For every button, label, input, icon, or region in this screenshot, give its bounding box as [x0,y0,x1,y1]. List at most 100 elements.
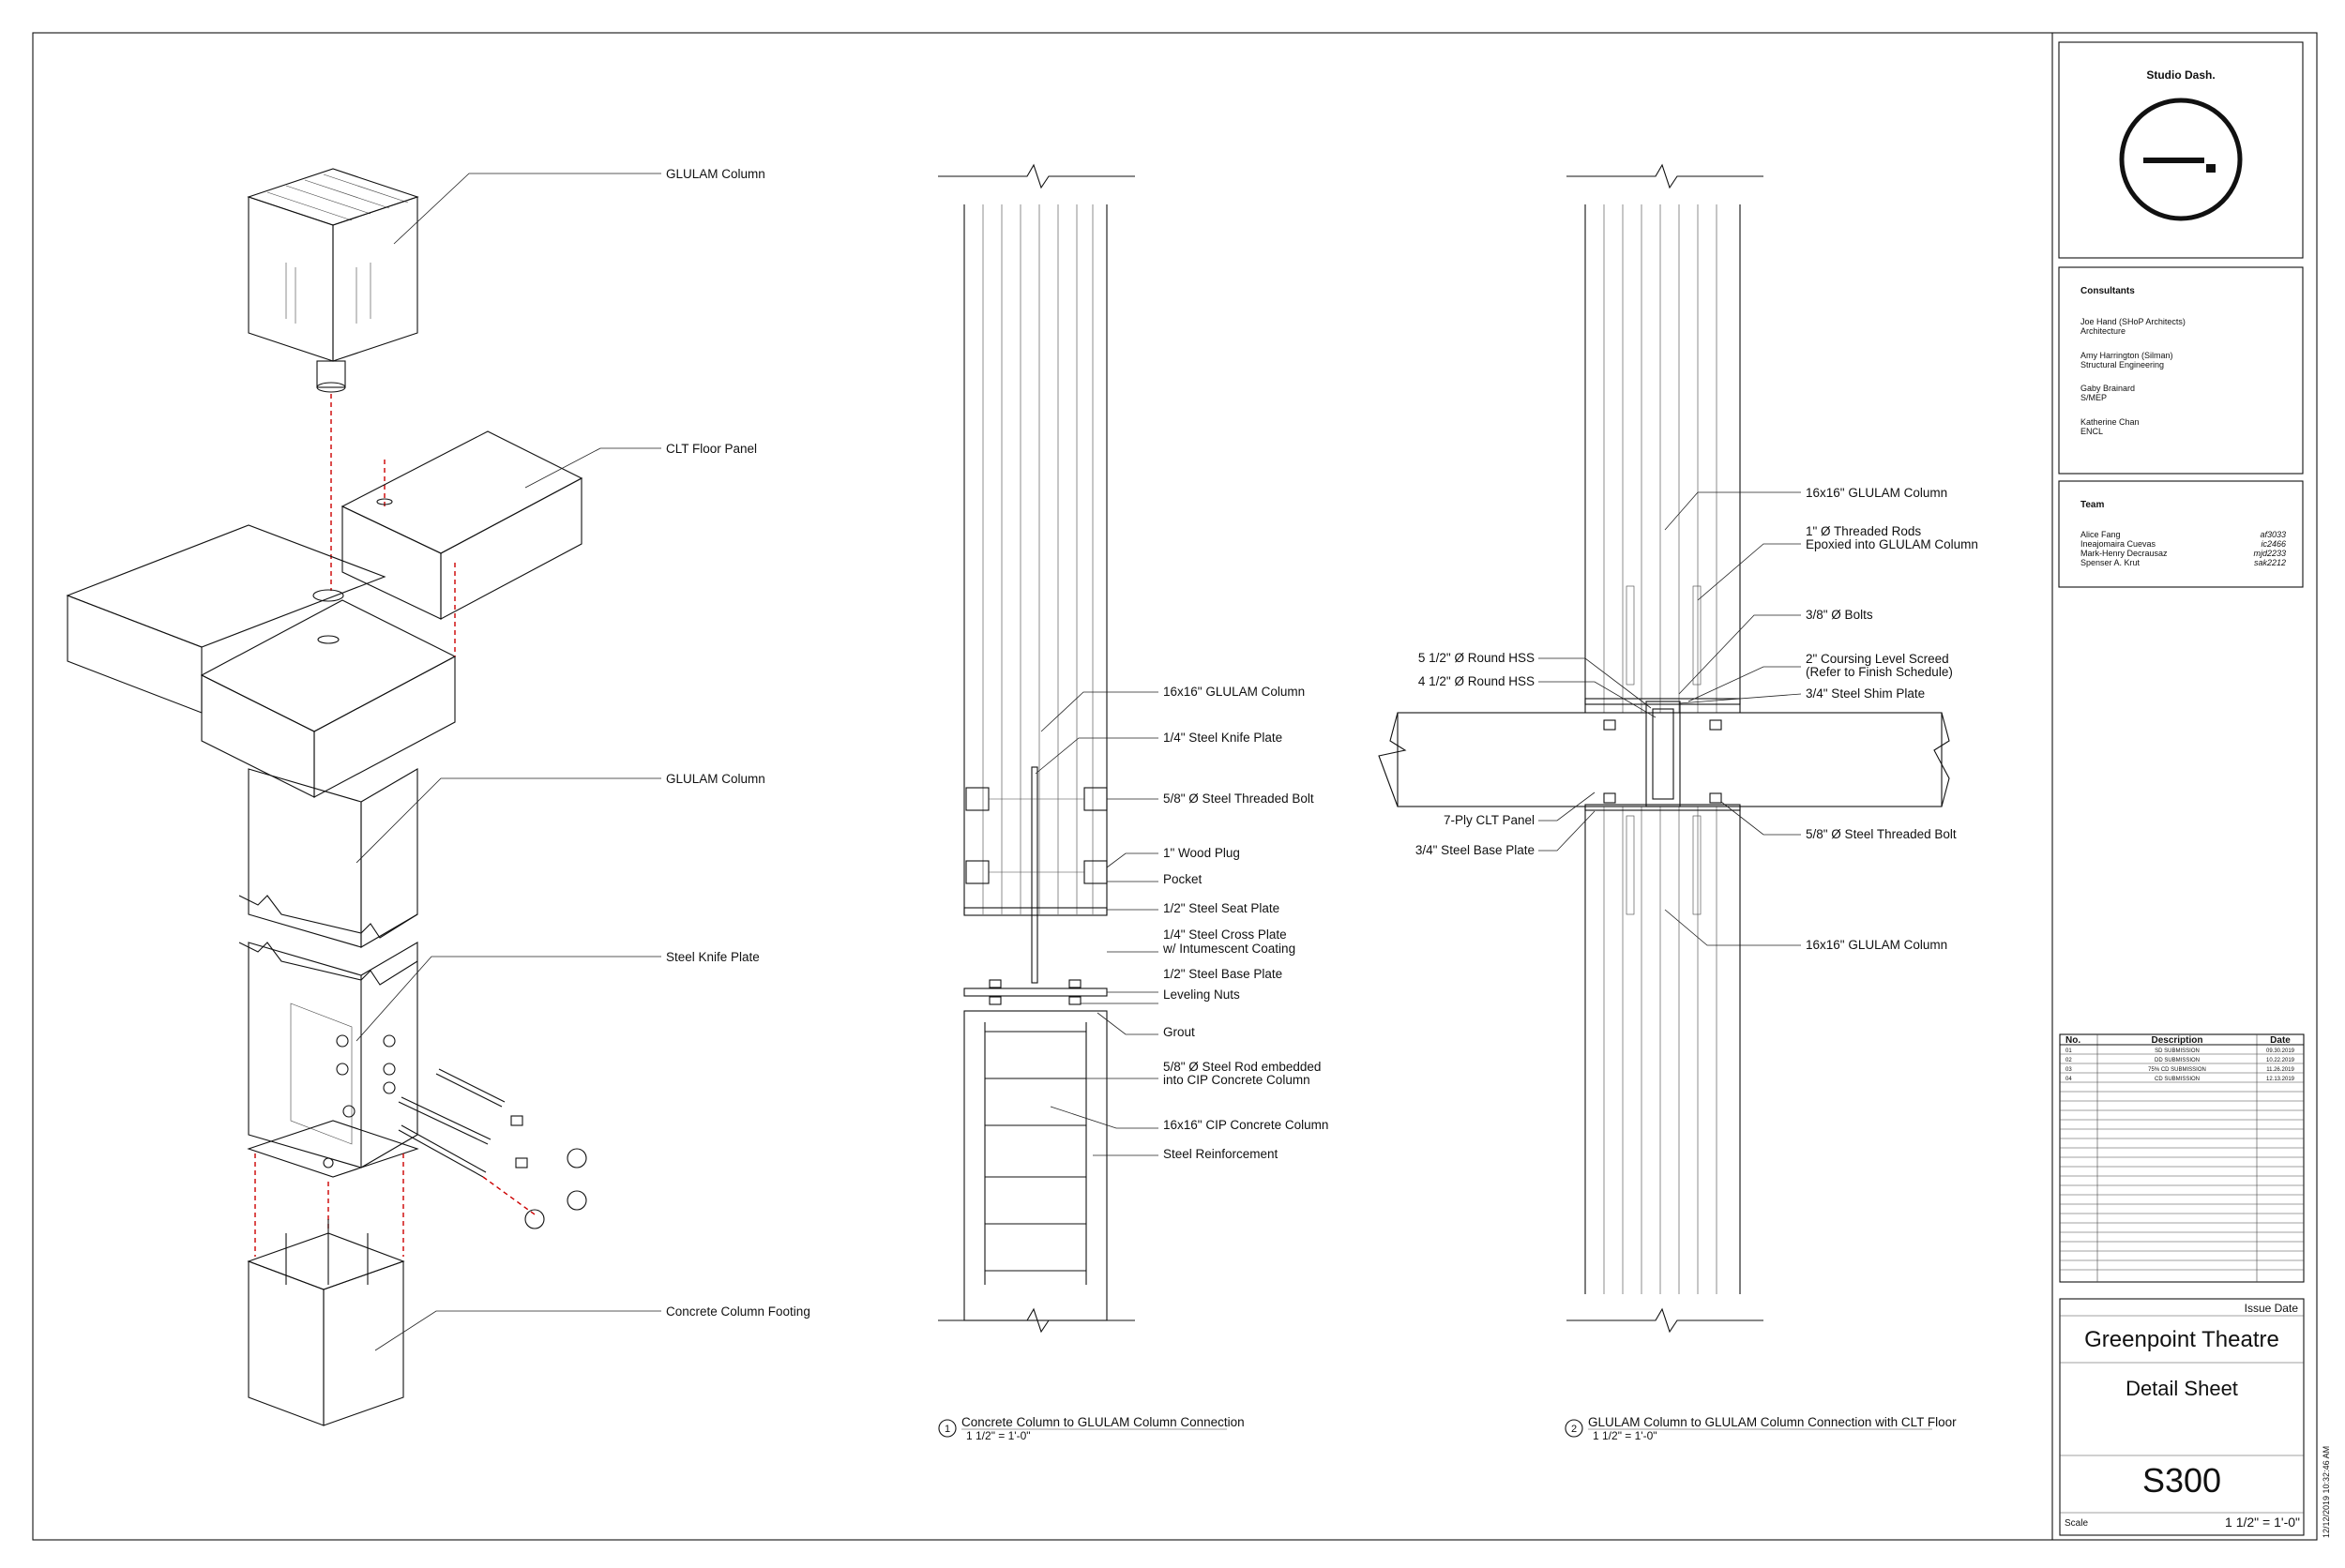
revision-no: 03 [2065,1067,2072,1073]
detail-1-section: 16x16" GLULAM Column 1/4" Steel Knife Pl… [938,163,1328,1442]
clt-panel-edge-e [440,477,582,620]
leader-d1-3 [1106,852,1158,868]
glulam-cube-right [332,196,418,362]
glulam-column-lower-right [360,768,418,948]
revision-header-no: No. [2065,1035,2080,1046]
revision-date: 10.22.2019 [2266,1058,2295,1063]
d1-label-wood-plug: 1" Wood Plug [1163,846,1240,860]
clt-panel-edge-d [341,505,442,620]
firm-name: Studio Dash. [2146,68,2215,82]
consultants-heading: Consultants [2080,286,2135,296]
consultant-role: ENCL [2080,427,2103,436]
sheet-number: S300 [2142,1461,2221,1500]
team-member-name: Ineajomaira Cuevas [2080,539,2156,549]
d1-label-cross-plate: 1/4" Steel Cross Plate [1163,927,1287,942]
d2-label-clt-panel: 7-Ply CLT Panel [1444,813,1535,827]
axon-label-glulam-top: GLULAM Column [666,167,765,181]
footing-right [323,1260,404,1426]
team-member-name: Mark-Henry Decrausaz [2080,549,2168,558]
leader-axon-2 [356,777,661,864]
leader-axon-1 [524,447,661,489]
axon-label-clt-floor-panel: CLT Floor Panel [666,442,757,456]
d2-label-base-plate: 3/4" Steel Base Plate [1415,843,1535,857]
team-member-id: mjd2233 [2253,549,2286,558]
project-name: Greenpoint Theatre [2084,1327,2279,1352]
leader-d1-9 [1097,1012,1158,1035]
revision-description: 75% CD SUBMISSION [2148,1067,2206,1073]
clt-panel-edge-b [201,674,315,798]
leader-d1-11 [1050,1106,1158,1129]
glulam-column-lower-left [248,768,362,948]
detail-2-number: 2 [1571,1424,1577,1435]
revision-date: 09.30.2019 [2266,1048,2295,1054]
threaded-bolts [398,1068,587,1229]
d2-label-hss-4: 4 1/2" Ø Round HSS [1418,674,1535,688]
glulam-cube-left [248,196,334,362]
d2-label-threaded-bolt: 5/8" Ø Steel Threaded Bolt [1806,827,1957,841]
sheet-title: Detail Sheet [2126,1377,2238,1400]
leader-d2-l1 [1538,681,1657,718]
detail-2-scale: 1 1/2" = 1'-0" [1593,1429,1657,1442]
team-member-id: ic2466 [2261,539,2286,549]
clt-panel-section [1397,712,1943,807]
team-heading: Team [2080,500,2104,510]
leader-d1-0 [1040,691,1158,732]
d2-label-screed-2: (Refer to Finish Schedule) [1806,665,1953,679]
firm-logo-box [2058,41,2304,259]
issue-date-label: Issue Date [2245,1302,2299,1315]
print-timestamp: 12/12/2019 10:32:46 AM [2322,1446,2331,1538]
revision-date: 12.13.2019 [2266,1077,2295,1082]
detail-2-section: 16x16" GLULAM Column 1" Ø Threaded Rods … [1378,163,1978,1442]
d1-label-grout: Grout [1163,1025,1195,1039]
consultants-box [2058,266,2304,475]
consultant-name: Gaby Brainard [2080,384,2135,393]
axon-label-concrete-footing: Concrete Column Footing [666,1304,810,1319]
footing-top [247,1232,405,1290]
consultant-name: Katherine Chan [2080,417,2140,427]
d2-label-threaded-rods: 1" Ø Threaded Rods [1806,524,1921,538]
revision-date: 11.26.2019 [2266,1067,2294,1073]
consultant-role: S/MEP [2080,393,2107,402]
consultant-name: Amy Harrington (Silman) [2080,351,2173,360]
clt-panel-edge-a [67,595,203,714]
axonometric-exploded-view: GLULAM Column CLT Floor Panel GLULAM Col… [66,167,810,1426]
d2-label-screed: 2" Coursing Level Screed [1806,652,1949,666]
d1-label-cip-column: 16x16" CIP Concrete Column [1163,1118,1328,1132]
sheet-info-box [2059,1298,2305,1536]
leader-d2-l2 [1538,792,1596,822]
leader-axon-3 [356,956,661,1042]
leader-d2-r2 [1678,614,1801,695]
clt-panel-top-center [200,599,457,732]
clt-panel-edge-c [313,656,456,798]
revision-description: SD SUBMISSION [2155,1048,2200,1054]
d1-label-cross-plate-2: w/ Intumescent Coating [1162,942,1295,956]
d1-label-reinforcement: Steel Reinforcement [1163,1147,1278,1161]
scale-value: 1 1/2" = 1'-0" [2225,1515,2300,1530]
leader-d2-l3 [1538,810,1596,852]
leader-axon-0 [393,173,661,245]
consultant-role: Architecture [2080,326,2126,336]
d2-label-hss-5: 5 1/2" Ø Round HSS [1418,651,1535,665]
revision-no: 02 [2065,1058,2072,1063]
d1-label-steel-rod-2: into CIP Concrete Column [1163,1073,1310,1087]
d2-label-glulam-lower: 16x16" GLULAM Column [1806,938,1947,952]
axon-label-steel-knife-plate: Steel Knife Plate [666,950,760,964]
leader-d2-l0 [1538,657,1652,709]
consultant-role: Structural Engineering [2080,360,2164,369]
leader-d2-r0 [1664,491,1801,531]
studio-dash-logo [2119,98,2243,221]
clt-panel-top-right [340,430,583,554]
leader-axon-4 [374,1310,661,1351]
leader-d2-r5 [1720,801,1801,836]
d1-label-seat-plate: 1/2" Steel Seat Plate [1163,901,1279,915]
revision-table: No. Description Date 01 SD SUBMISSION 09… [2059,1033,2305,1283]
footing-left [248,1260,325,1426]
detail-2-number-bubble [1565,1419,1583,1438]
revision-no: 01 [2065,1048,2072,1054]
consultant-name: Joe Hand (SHoP Architects) [2080,317,2186,326]
glulam-cube-top [247,168,419,226]
sheet-border [32,32,2318,1541]
leader-d2-r4 [1678,693,1802,704]
